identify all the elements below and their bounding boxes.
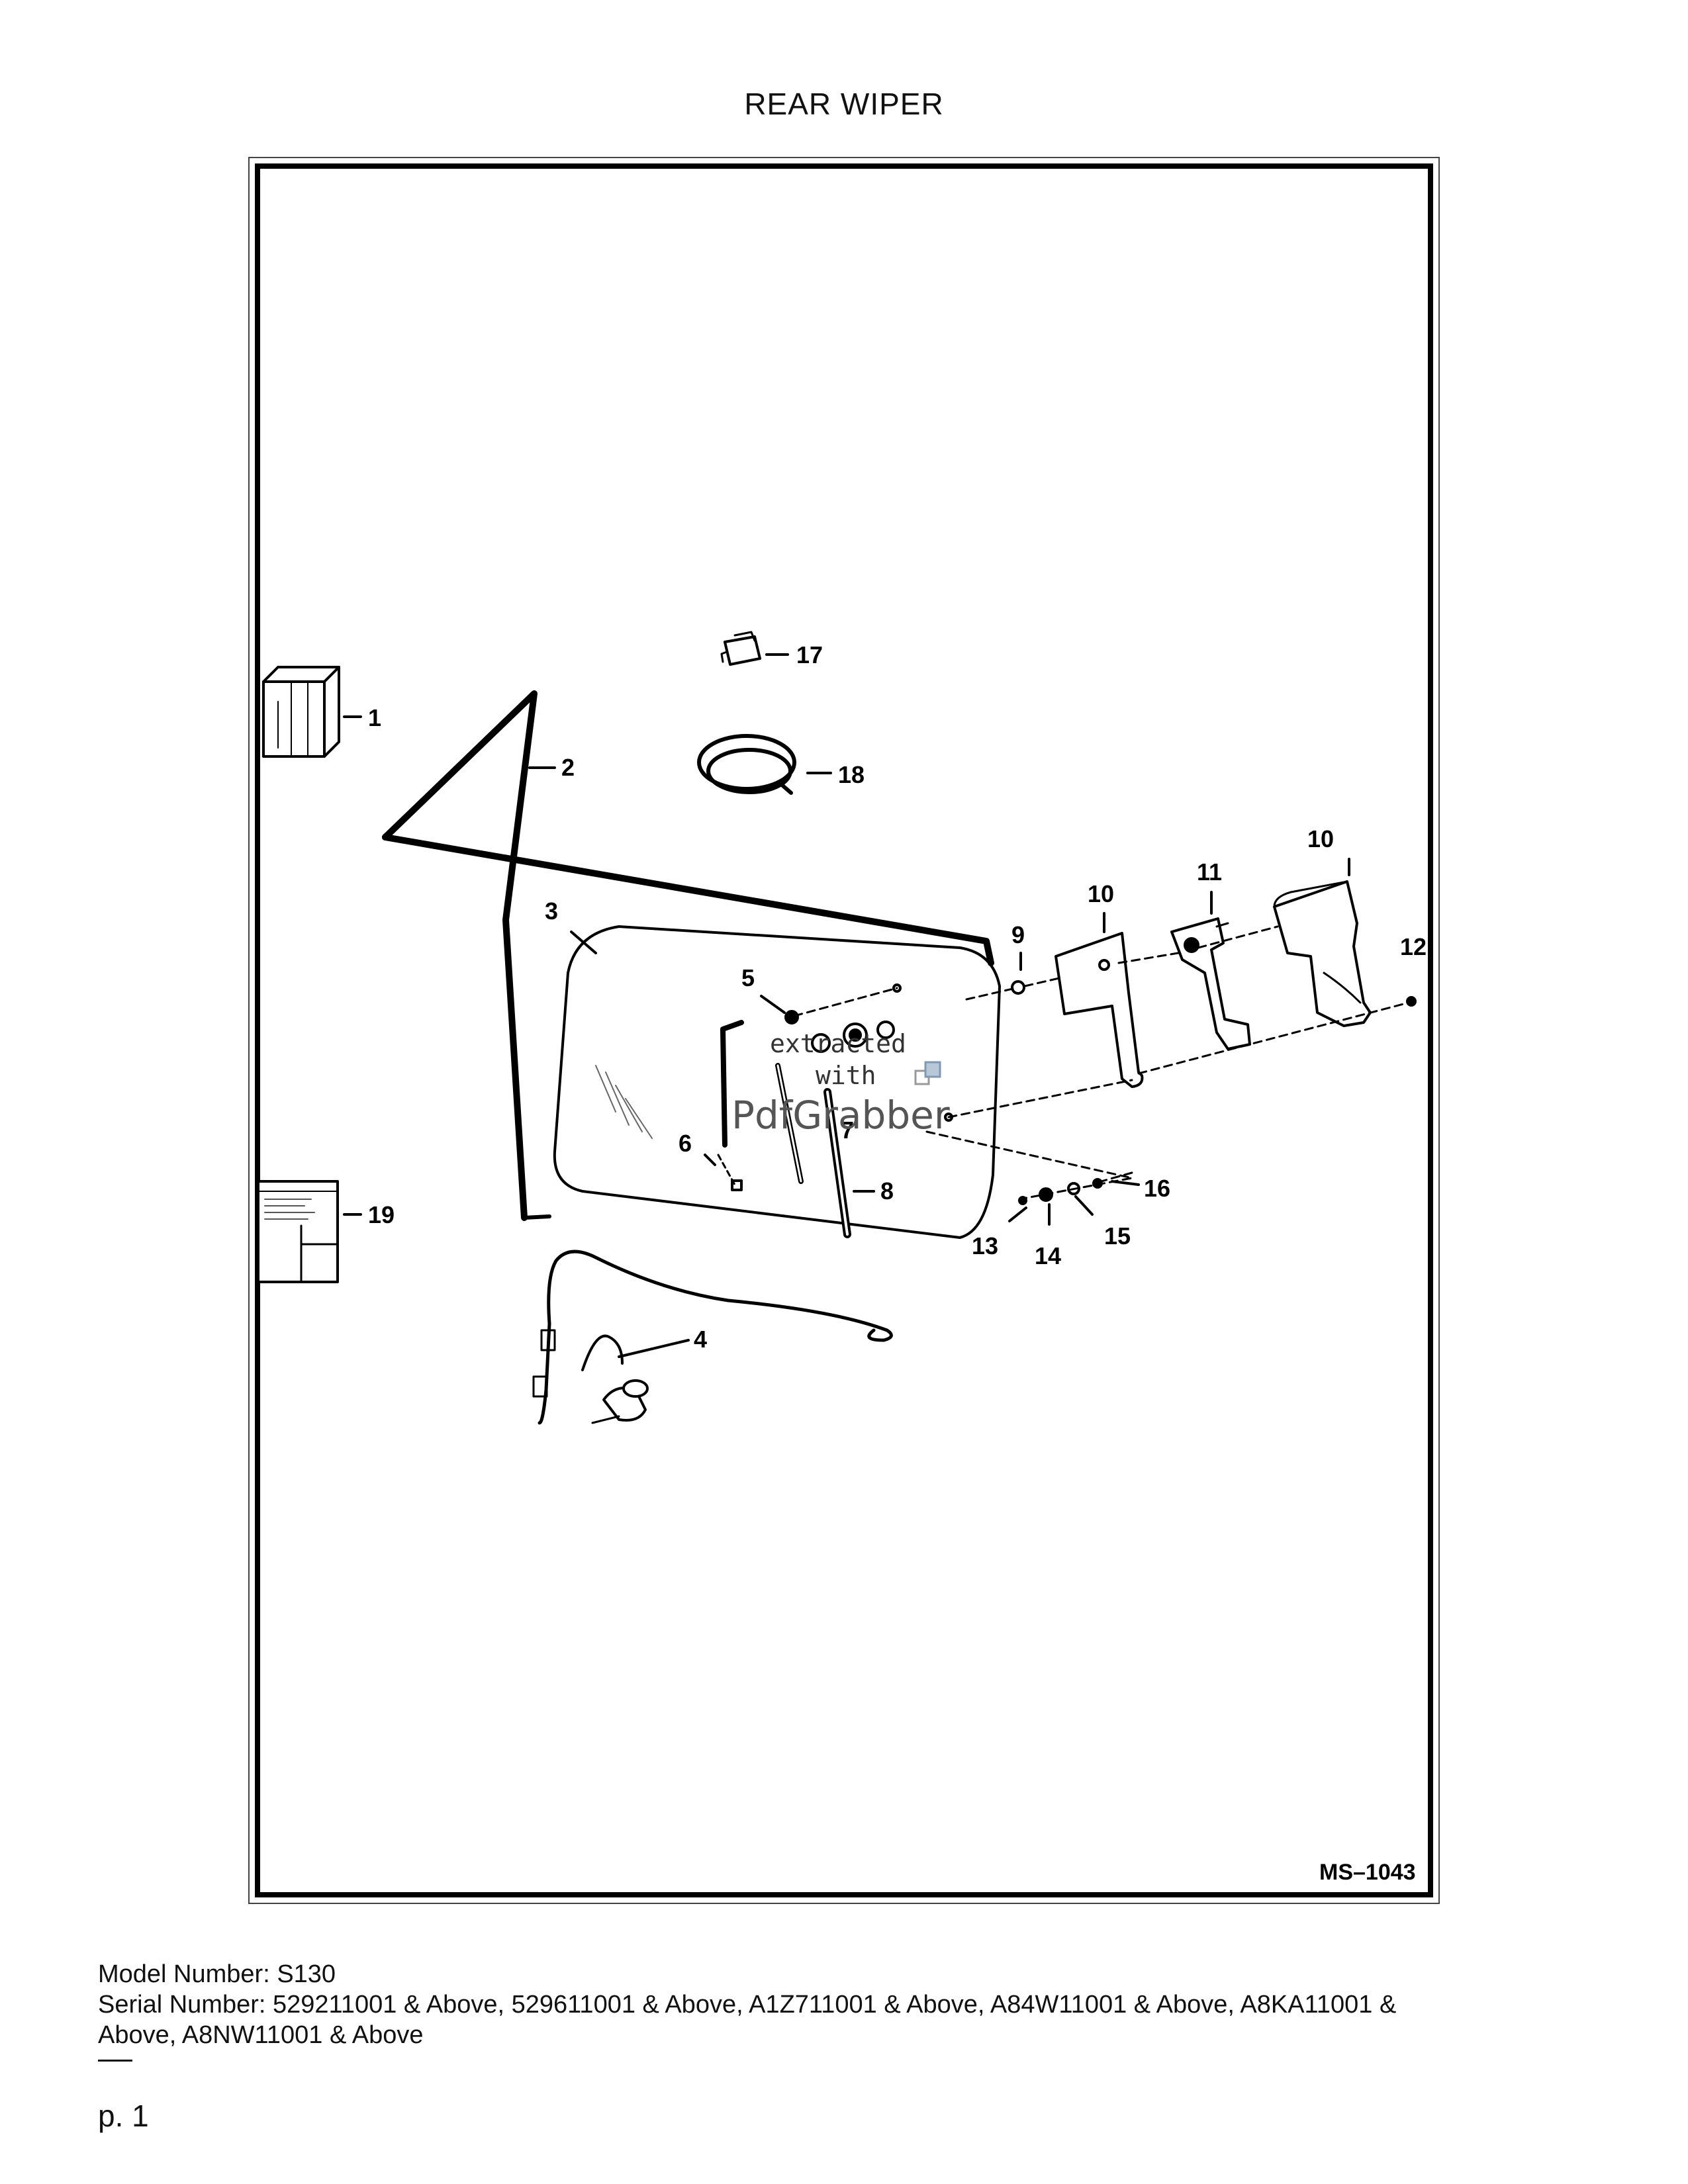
callout-7: 7: [841, 1116, 854, 1144]
watermark-brand: PdfGrabber: [731, 1093, 950, 1138]
part-wiper-motor: [1170, 917, 1251, 1050]
serial-number-line-1: Serial Number: 529211001 & Above, 529611…: [98, 1991, 1397, 2019]
callout-1: 1: [368, 704, 381, 731]
callout-17: 17: [796, 641, 823, 668]
callout-12: 12: [1400, 933, 1427, 960]
part-rocker-switch: [720, 631, 761, 666]
page-title: REAR WIPER: [744, 87, 944, 121]
part-motor-cover: [1273, 880, 1372, 1027]
model-number: Model Number: S130: [98, 1960, 336, 1988]
diagram-frame: [248, 157, 1440, 1904]
diagram-border: [255, 163, 1433, 1897]
page-number: p. 1: [98, 2099, 149, 2133]
callout-4: 4: [694, 1326, 707, 1353]
callout-6: 6: [679, 1130, 692, 1157]
callout-16: 16: [1144, 1175, 1170, 1202]
watermark-line1: extracted: [770, 1029, 906, 1058]
part-washer-tube: [532, 1250, 893, 1425]
callout-9: 9: [1011, 921, 1025, 948]
callout-8: 8: [880, 1177, 894, 1205]
part-motor-bracket: [1055, 932, 1144, 1088]
watermark-line2: with: [816, 1061, 876, 1090]
drawing-id: MS–1043: [1319, 1860, 1416, 1885]
part-decal-sheet: [257, 1180, 339, 1283]
callout-14: 14: [1035, 1242, 1061, 1269]
callout-11: 11: [1197, 858, 1222, 886]
callout-10-cover: 10: [1307, 825, 1334, 852]
part-rear-window-glass: [553, 925, 1001, 1239]
footer: Model Number: S130 Serial Number: 529211…: [98, 1959, 1594, 2050]
part-window-seal: [382, 690, 994, 1221]
callout-13: 13: [972, 1232, 998, 1259]
watermark-logo-icon: [914, 1061, 941, 1085]
serial-number-line-2: Above, A8NW11001 & Above: [98, 2021, 424, 2049]
callout-2: 2: [561, 754, 575, 781]
part-nut: [784, 1010, 799, 1024]
footer-divider: [98, 2060, 132, 2062]
callout-10-bracket: 10: [1088, 880, 1114, 907]
part-screw: [1406, 996, 1417, 1007]
part-manual-box: [262, 666, 340, 758]
callout-18: 18: [838, 761, 865, 788]
part-washer: [1011, 980, 1025, 995]
callout-3: 3: [545, 897, 558, 925]
part-wiper-arm: [775, 1063, 804, 1184]
callout-19: 19: [368, 1201, 395, 1228]
callout-15: 15: [1104, 1222, 1131, 1250]
callout-5: 5: [741, 964, 755, 991]
part-hose-coil: [697, 734, 796, 795]
part-wiper-blade: [823, 1088, 851, 1238]
